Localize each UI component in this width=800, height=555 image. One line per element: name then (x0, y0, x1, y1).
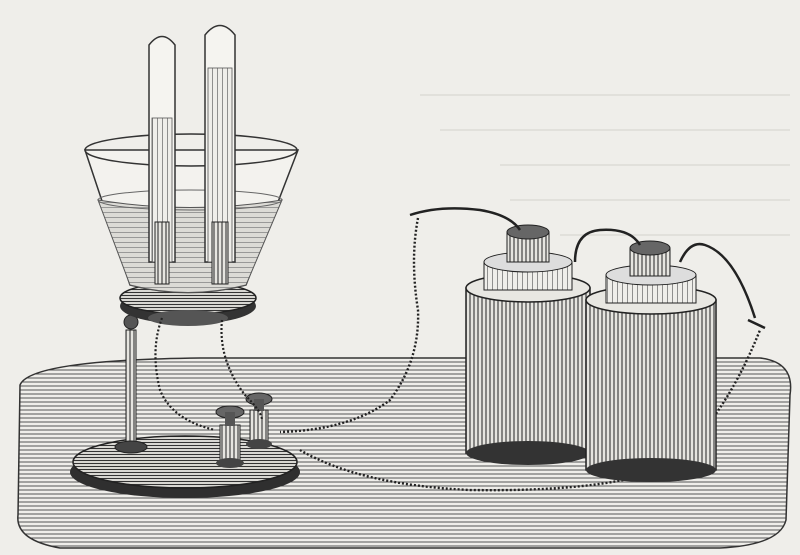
coiled-wire-battery-lower (299, 329, 762, 492)
glass-vessel (83, 133, 300, 294)
coiled-wire-right (220, 319, 264, 421)
binding-post-right (245, 392, 273, 449)
binding-post-left (215, 405, 245, 468)
coiled-wire-battery-upper (279, 217, 420, 434)
battery-cell-right (585, 240, 717, 482)
stand-rod (114, 314, 148, 454)
paper-texture (420, 94, 790, 236)
battery-cell-left (465, 224, 591, 465)
test-tube-right (204, 24, 236, 285)
connector-strip-top (409, 207, 766, 330)
test-tube-left (148, 35, 176, 285)
coiled-wire-left (154, 317, 216, 432)
